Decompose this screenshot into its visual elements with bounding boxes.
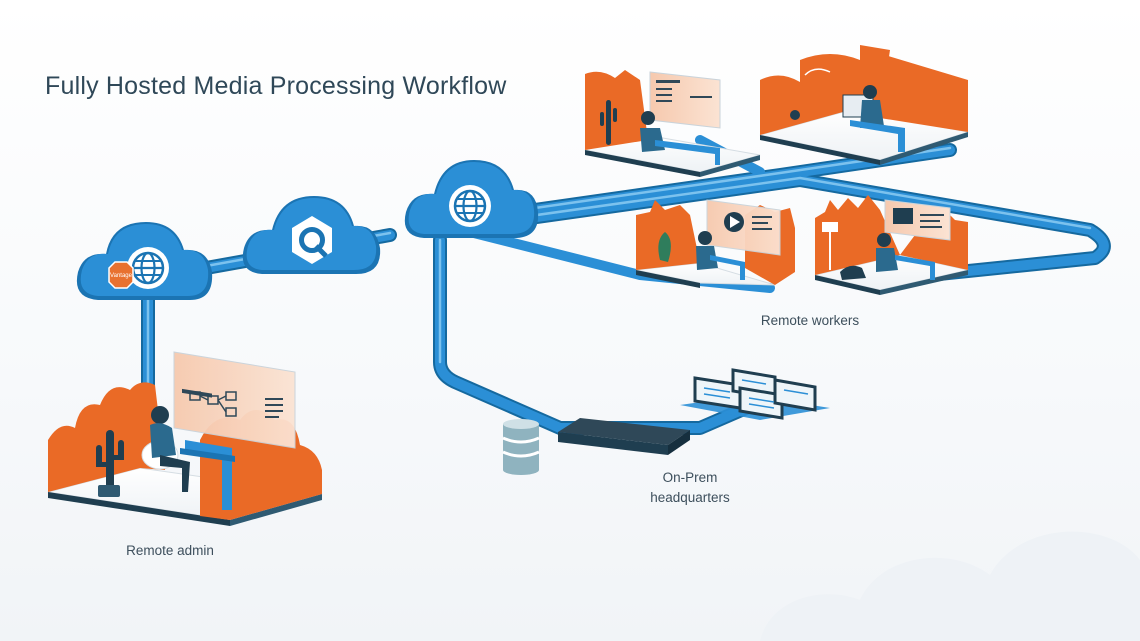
background-cloud xyxy=(760,531,1140,641)
cloud-internet xyxy=(404,160,539,238)
onprem-label-line1: On-Prem xyxy=(662,470,718,485)
database-icon xyxy=(502,419,540,475)
cactus-icon xyxy=(600,100,617,145)
page-title: Fully Hosted Media Processing Workflow xyxy=(45,72,507,100)
remote-worker-1 xyxy=(584,70,761,177)
monitor-icon xyxy=(693,368,817,420)
play-icon xyxy=(724,212,744,232)
cactus-icon xyxy=(96,430,124,497)
onprem-headquarters xyxy=(502,368,830,475)
onprem-label: On-Prem headquarters xyxy=(615,468,765,508)
remote-admin-label: Remote admin xyxy=(126,543,214,558)
remote-worker-3 xyxy=(635,199,795,288)
workflow-screen xyxy=(173,351,296,449)
admin-person xyxy=(150,406,190,492)
remote-worker-4 xyxy=(814,195,969,295)
remote-admin-workstation xyxy=(47,351,323,526)
network-pipes xyxy=(141,135,1111,435)
remote-workers-label: Remote workers xyxy=(760,313,860,328)
cloud-storage xyxy=(242,196,381,274)
globe-icon xyxy=(127,247,169,289)
vantage-badge: Vantage xyxy=(108,261,134,289)
onprem-label-line2: headquarters xyxy=(650,490,730,505)
cloud-vantage: Vantage xyxy=(76,222,213,300)
remote-worker-2 xyxy=(759,45,969,165)
qumulo-logo-icon xyxy=(292,216,332,264)
globe-icon xyxy=(449,185,491,227)
network-switch xyxy=(558,418,690,455)
vantage-badge-text: Vantage xyxy=(110,273,133,279)
